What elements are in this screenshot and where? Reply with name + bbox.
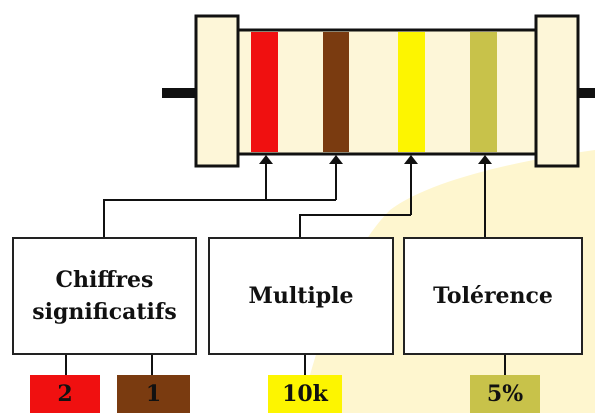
tolerance-box: Tolérence bbox=[403, 237, 583, 355]
chip-tolerance: 5% bbox=[470, 375, 540, 413]
left-lead bbox=[162, 88, 197, 98]
arrow-first-digit bbox=[259, 155, 273, 200]
chip-first-digit: 2 bbox=[30, 375, 100, 413]
multiplier-label: Multiple bbox=[248, 283, 354, 309]
band-multiplier bbox=[398, 32, 425, 152]
right-end-cap bbox=[534, 14, 580, 168]
chip-second-digit: 1 bbox=[117, 375, 190, 413]
significant-digits-label-line1: Chiffres bbox=[55, 267, 154, 293]
left-end-cap bbox=[194, 14, 240, 168]
band-second-digit bbox=[323, 32, 349, 152]
right-lead bbox=[578, 88, 595, 98]
significant-digits-box: Chiffres significatifs bbox=[12, 237, 197, 355]
connector-multiplier bbox=[299, 214, 411, 237]
connector-significant bbox=[103, 199, 336, 237]
arrow-multiplier bbox=[404, 155, 418, 215]
chip-stems bbox=[65, 355, 506, 375]
arrow-tolerance bbox=[478, 155, 492, 237]
multiplier-box: Multiple bbox=[208, 237, 394, 355]
significant-digits-label-line2: significatifs bbox=[32, 299, 177, 325]
band-tolerance bbox=[470, 32, 497, 152]
arrow-second-digit bbox=[329, 155, 343, 200]
chip-multiplier: 10k bbox=[268, 375, 342, 413]
band-first-digit bbox=[251, 32, 278, 152]
tolerance-label: Tolérence bbox=[433, 283, 553, 309]
